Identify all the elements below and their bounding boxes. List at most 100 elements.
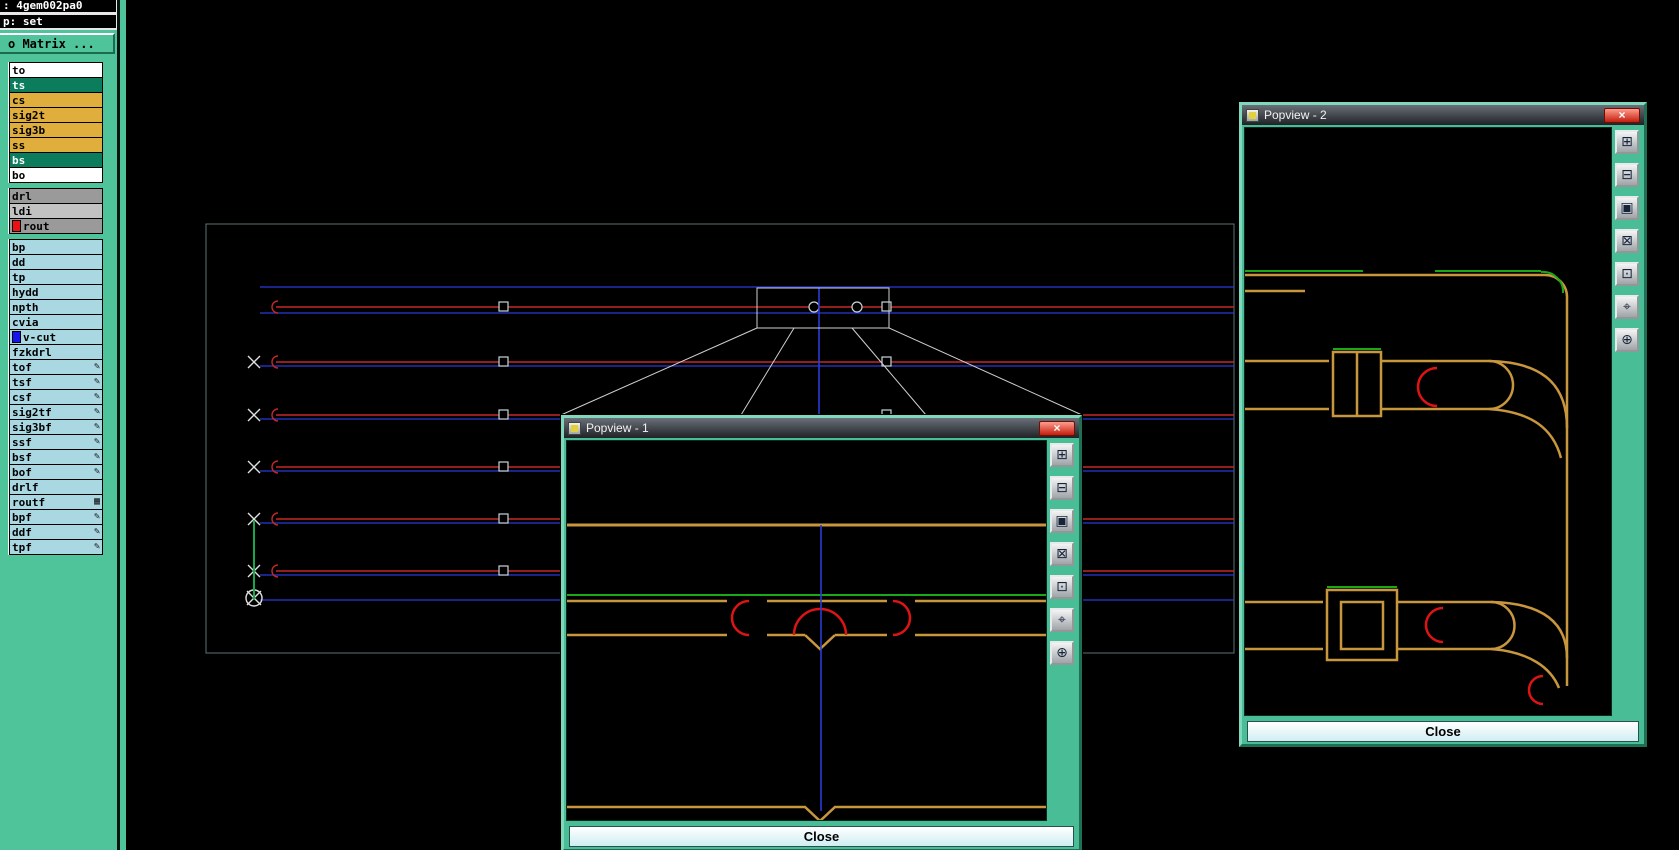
pencil-icon: ✎ (93, 511, 100, 522)
layer-row-ldi[interactable]: ldi (9, 203, 103, 219)
copy-view-icon: ▣ (1055, 512, 1069, 529)
popview-1-pan-left-button[interactable]: ⊠ (1050, 542, 1074, 566)
popview-2-pan-right-button[interactable]: ⊡ (1615, 262, 1639, 286)
layer-row-ddf[interactable]: ddf✎ (9, 524, 103, 540)
pan-right-icon: ⊡ (1621, 265, 1633, 282)
popview-1-center-target-button[interactable]: ⌖ (1050, 608, 1074, 632)
popview-1-close-button[interactable]: Close (569, 825, 1074, 847)
layer-row-bs[interactable]: bs (9, 152, 103, 168)
popview-1-toolbar: ⊞ ⊟ ▣ ⊠ ⊡ ⌖ ⊕ (1047, 440, 1077, 821)
layer-label: sig3bf (12, 420, 52, 434)
layer-row-tpf[interactable]: tpf✎ (9, 539, 103, 555)
center-target-icon: ⌖ (1623, 298, 1631, 315)
popview-1-titlebar[interactable]: Popview - 1 × (564, 418, 1079, 438)
layer-row-tsf[interactable]: tsf✎ (9, 374, 103, 390)
layer-row-bo[interactable]: bo (9, 167, 103, 183)
layer-row-bp[interactable]: bp (9, 239, 103, 255)
popview-1-window[interactable]: Popview - 1 × ⊞ ⊟ ▣ ⊠ ⊡ ⌖ ⊕ (561, 415, 1082, 850)
popview-1-copy-view-button[interactable]: ▣ (1050, 509, 1074, 533)
popview-2-pan-left-button[interactable]: ⊠ (1615, 229, 1639, 253)
step-name-box: p: set (0, 13, 118, 30)
layer-row-sig2t[interactable]: sig2t (9, 107, 103, 123)
pan-right-icon: ⊡ (1056, 578, 1068, 595)
layer-label: drlf (12, 480, 39, 494)
pencil-icon: ✎ (93, 466, 100, 477)
layer-label: cs (12, 93, 26, 107)
layer-label: fzkdrl (12, 345, 52, 359)
layer-row-sig2tf[interactable]: sig2tf✎ (9, 404, 103, 420)
popview-2-send-to-main-button[interactable]: ⊟ (1615, 163, 1639, 187)
layer-label: ddf (12, 525, 32, 539)
popview-2-tile-view-button[interactable]: ⊞ (1615, 130, 1639, 154)
popview-2-titlebar[interactable]: Popview - 2 × (1242, 105, 1644, 125)
pencil-icon: ✎ (93, 406, 100, 417)
popview-1-zoom-target-button[interactable]: ⊕ (1050, 641, 1074, 665)
pencil-icon: ✎ (93, 391, 100, 402)
layer-label: bo (12, 168, 26, 182)
layer-row-cs[interactable]: cs (9, 92, 103, 108)
layer-label: cvia (12, 315, 39, 329)
layer-row-tp[interactable]: tp (9, 269, 103, 285)
layer-row-drlf[interactable]: drlf (9, 479, 103, 495)
layer-row-hydd[interactable]: hydd (9, 284, 103, 300)
popview-2-close-icon[interactable]: × (1604, 107, 1640, 123)
layer-row-ssf[interactable]: ssf✎ (9, 434, 103, 450)
layer-label: tof (12, 360, 32, 374)
layer-row-rout[interactable]: rout (9, 218, 103, 234)
layer-row-v-cut[interactable]: v-cut (9, 329, 103, 345)
center-target-icon: ⌖ (1058, 611, 1066, 628)
layer-row-fzkdrl[interactable]: fzkdrl (9, 344, 103, 360)
layer-label: tpf (12, 540, 32, 554)
zoom-target-icon: ⊕ (1621, 331, 1633, 348)
layer-row-cvia[interactable]: cvia (9, 314, 103, 330)
popview-2-toolbar: ⊞ ⊟ ▣ ⊠ ⊡ ⌖ ⊕ (1612, 127, 1642, 716)
layer-label: npth (12, 300, 39, 314)
layer-row-drl[interactable]: drl (9, 188, 103, 204)
layer-label: hydd (12, 285, 39, 299)
layer-label: bof (12, 465, 32, 479)
popview-2-canvas[interactable] (1244, 127, 1612, 716)
pencil-icon: ✎ (93, 421, 100, 432)
popview-1-pan-right-button[interactable]: ⊡ (1050, 575, 1074, 599)
zoom-cone (560, 287, 1083, 416)
popview-2-center-target-button[interactable]: ⌖ (1615, 295, 1639, 319)
popview-2-close-button[interactable]: Close (1247, 720, 1639, 742)
popview-2-close-bar: Close (1242, 718, 1644, 744)
layer-row-npth[interactable]: npth (9, 299, 103, 315)
layer-row-sig3b[interactable]: sig3b (9, 122, 103, 138)
popview-1-send-to-main-button[interactable]: ⊟ (1050, 476, 1074, 500)
matrix-button[interactable]: o Matrix ... (0, 33, 115, 54)
pan-left-icon: ⊠ (1056, 545, 1068, 562)
popview-2-window[interactable]: Popview - 2 × (1239, 102, 1647, 747)
layer-label: ssf (12, 435, 32, 449)
job-name-text: : 4gem002pa0 (3, 0, 83, 12)
layer-row-csf[interactable]: csf✎ (9, 389, 103, 405)
layer-row-routf[interactable]: routf ▦ (9, 494, 103, 510)
layer-row-ss[interactable]: ss (9, 137, 103, 153)
layer-row-bpf[interactable]: bpf✎ (9, 509, 103, 525)
layer-label: ldi (12, 204, 32, 218)
popview-1-canvas[interactable] (566, 440, 1047, 821)
popview-window-icon (1246, 108, 1259, 122)
layer-label: sig3b (12, 123, 46, 137)
layer-label: routf (12, 495, 46, 509)
layer-row-sig3bf[interactable]: sig3bf ✎ (9, 419, 103, 435)
popview-1-close-icon[interactable]: × (1039, 420, 1075, 436)
send-to-main-icon: ⊟ (1056, 479, 1068, 496)
layer-row-tof[interactable]: tof✎ (9, 359, 103, 375)
layer-row-ts[interactable]: ts (9, 77, 103, 93)
layer-row-bsf[interactable]: bsf✎ (9, 449, 103, 465)
popview-2-copy-view-button[interactable]: ▣ (1615, 196, 1639, 220)
layer-label: bs (12, 153, 26, 167)
layer-row-bof[interactable]: bof ✎ (9, 464, 103, 480)
popview-1-close-bar: Close (564, 823, 1079, 849)
layer-row-to[interactable]: to (9, 62, 103, 78)
layer-label: ts (12, 78, 26, 92)
layer-row-dd[interactable]: dd (9, 254, 103, 270)
grid-icon: ▦ (93, 496, 100, 507)
popview-2-zoom-target-button[interactable]: ⊕ (1615, 328, 1639, 352)
popview-1-tile-view-button[interactable]: ⊞ (1050, 443, 1074, 467)
layer-label: sig2t (12, 108, 46, 122)
popview-window-icon (568, 421, 581, 435)
